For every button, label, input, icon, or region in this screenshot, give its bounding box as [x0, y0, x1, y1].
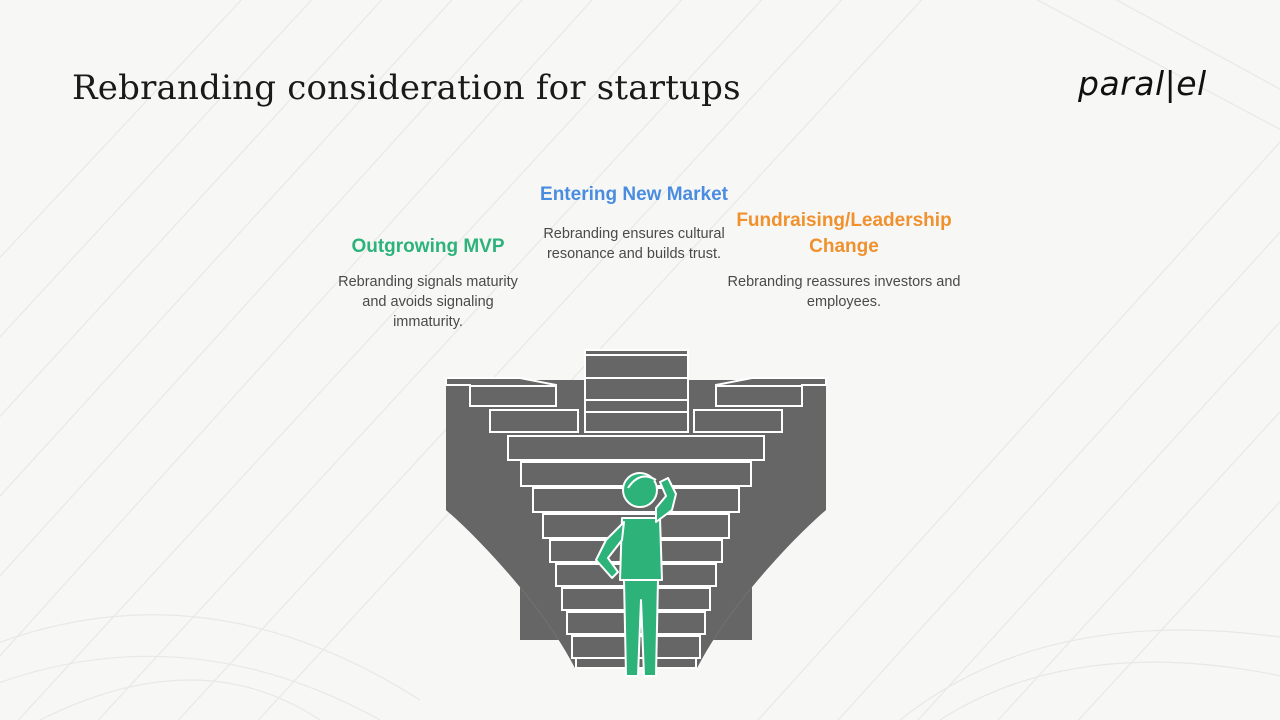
option-entering-new-market: Entering New Market Rebranding ensures c…: [540, 182, 728, 264]
person-scratching-head-icon: [595, 472, 677, 677]
option-description: Rebranding reassures investors and emplo…: [727, 274, 961, 310]
option-description: Rebranding signals maturity and avoids s…: [338, 274, 518, 330]
option-title: Outgrowing MVP: [351, 236, 505, 257]
option-title: Entering New Market: [540, 184, 728, 205]
option-description: Rebranding ensures cultural resonance an…: [543, 226, 725, 262]
brand-logo: paral|el: [1078, 64, 1207, 103]
option-outgrowing-mvp: Outgrowing MVP Rebranding signals maturi…: [330, 234, 526, 332]
option-title: Fundraising/Leadership Change: [736, 210, 952, 257]
page-title: Rebranding consideration for startups: [72, 68, 741, 108]
option-fundraising-leadership-change: Fundraising/Leadership Change Rebranding…: [724, 208, 964, 312]
